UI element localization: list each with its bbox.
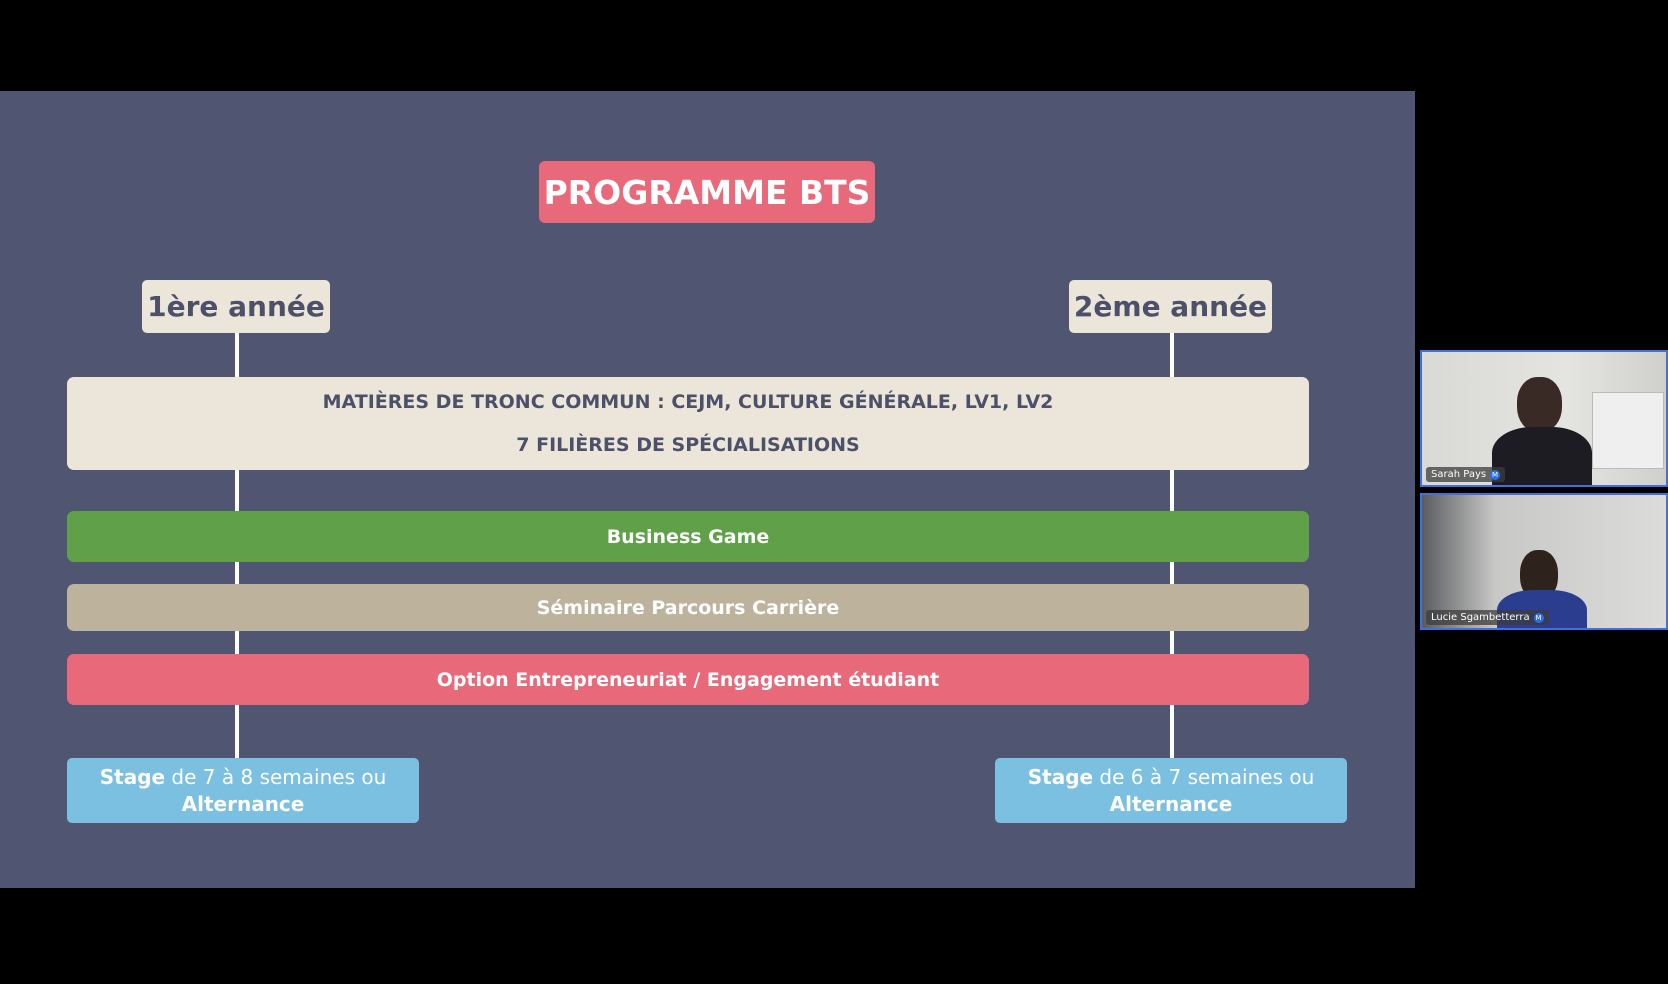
stage-bold: Stage: [99, 764, 166, 789]
alternance: Alternance: [1109, 791, 1233, 816]
person-video: [1517, 377, 1562, 432]
slide-title: PROGRAMME BTS: [539, 161, 875, 223]
stage-bold: Stage: [1027, 764, 1094, 789]
host-badge-icon: M: [1490, 469, 1501, 480]
tronc-line1: MATIÈRES DE TRONC COMMUN : CEJM, CULTURE…: [322, 391, 1054, 414]
tronc-line2: 7 FILIÈRES DE SPÉCIALISATIONS: [516, 433, 860, 456]
year1-label: 1ère année: [142, 280, 330, 333]
seminaire-bar: Séminaire Parcours Carrière: [67, 584, 1309, 631]
host-badge-icon: M: [1533, 612, 1544, 623]
person-video-body: [1492, 427, 1592, 485]
option-bar: Option Entrepreneuriat / Engagement étud…: [67, 654, 1309, 705]
stage-year1: Stage de 7 à 8 semaines ou Alternance: [67, 758, 419, 823]
business-game-bar: Business Game: [67, 511, 1309, 562]
participant-name: Lucie Sgambetterra: [1431, 612, 1530, 623]
stage-text: de 6 à 7 semaines ou: [1093, 764, 1315, 789]
stage-text: de 7 à 8 semaines ou: [165, 764, 387, 789]
participant-name: Sarah Pays: [1431, 469, 1487, 480]
whiteboard: [1592, 392, 1664, 469]
tronc-commun-box: MATIÈRES DE TRONC COMMUN : CEJM, CULTURE…: [67, 377, 1309, 470]
stage-year2: Stage de 6 à 7 semaines ou Alternance: [995, 758, 1347, 823]
shared-slide: PROGRAMME BTS 1ère année 2ème année MATI…: [0, 91, 1415, 888]
year2-label: 2ème année: [1069, 280, 1272, 333]
alternance: Alternance: [181, 791, 305, 816]
